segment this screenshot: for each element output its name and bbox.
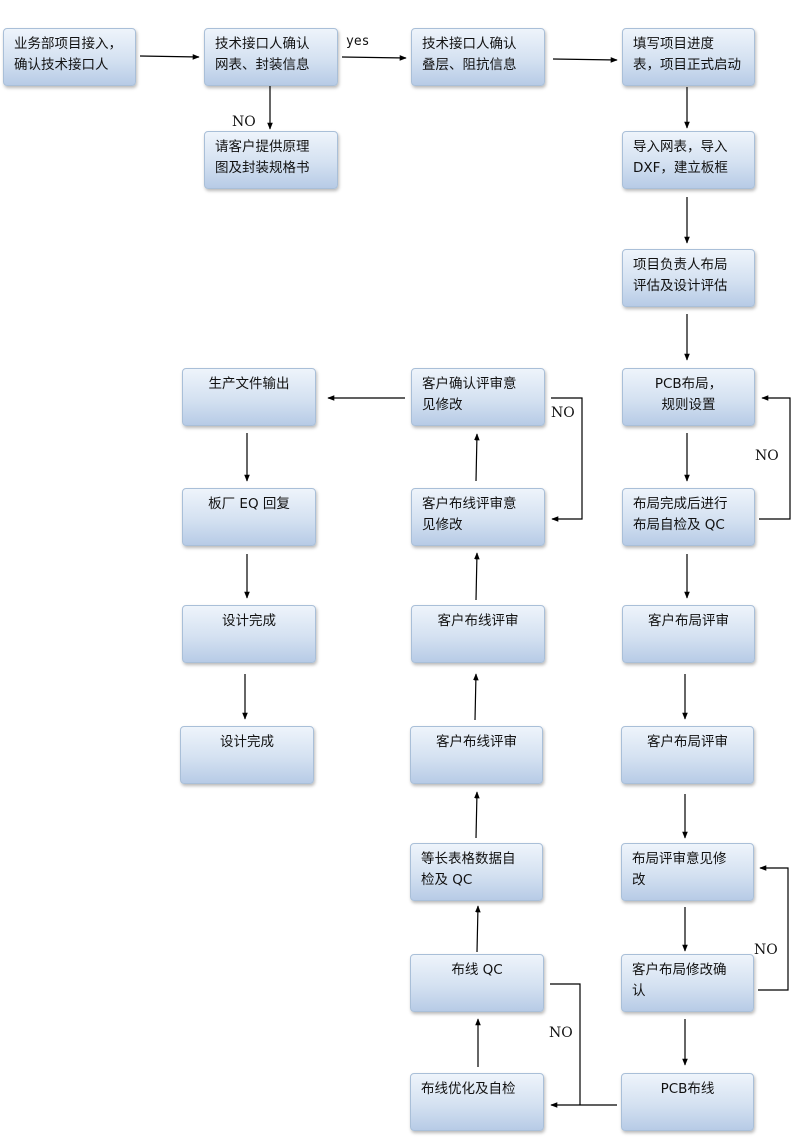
arrow-n17-n18 <box>474 791 480 839</box>
node-design-complete-1: 设计完成 <box>182 605 316 663</box>
label-no-2: NO <box>551 405 575 421</box>
node-pcb-routing: PCB布线 <box>621 1073 754 1131</box>
label-no-3: NO <box>755 448 779 464</box>
node-import-netlist-dxf: 导入网表，导入 DXF，建立板框 <box>622 131 755 189</box>
arrow-n9-n8-loop <box>759 395 791 520</box>
label-yes: yes <box>346 34 370 49</box>
node-routing-review-fix: 客户布线评审意 见修改 <box>411 488 545 546</box>
node-design-complete-2: 设计完成 <box>180 726 314 784</box>
node-output-production-files: 生产文件输出 <box>182 368 316 426</box>
node-customer-layout-review-1: 客户布局评审 <box>622 605 755 663</box>
node-length-table-check: 等长表格数据自 检及 QC <box>410 843 543 901</box>
node-routing-optimize: 布线优化及自检 <box>410 1073 544 1131</box>
arrow-n2-n4 <box>341 55 407 61</box>
arrow-n21-n20-loop <box>551 397 583 522</box>
node-customer-routing-review-1: 客户布线评审 <box>410 726 543 784</box>
node-layout-evaluation: 项目负责人布局 评估及设计评估 <box>622 249 755 307</box>
arrow-n16-n15-loop <box>550 983 581 1105</box>
arrow-n18-n19 <box>473 673 479 721</box>
label-no-1: NO <box>232 114 256 130</box>
node-customer-layout-review-2: 客户布局评审 <box>621 726 754 784</box>
node-layout-review-fix: 布局评审意见修 改 <box>621 843 754 901</box>
node-confirm-stackup-impedance: 技术接口人确认 叠层、阻抗信息 <box>411 28 545 86</box>
arrow-n16-n17 <box>475 905 481 953</box>
arrow-n19-n20 <box>474 552 480 601</box>
arrow-n1-n2 <box>139 54 200 60</box>
arrow-n4-n5 <box>552 57 618 63</box>
node-layout-self-check: 布局完成后进行 布局自检及 QC <box>622 488 755 546</box>
node-routing-qc: 布线 QC <box>410 954 544 1012</box>
node-confirm-netlist-footprint: 技术接口人确认 网表、封装信息 <box>204 28 338 86</box>
node-pcb-layout-rules: PCB布局， 规则设置 <box>622 368 755 426</box>
node-customer-confirm-fix: 客户确认评审意 见修改 <box>411 368 545 426</box>
node-customer-layout-confirm: 客户布局修改确 认 <box>621 954 754 1012</box>
label-no-4: NO <box>754 942 778 958</box>
node-request-schematic: 请客户提供原理 图及封装规格书 <box>204 131 338 189</box>
label-no-5: NO <box>549 1025 573 1041</box>
node-business-intake: 业务部项目接入， 确认技术接口人 <box>3 28 136 86</box>
node-customer-routing-review-2: 客户布线评审 <box>411 605 545 663</box>
arrow-n20-n21 <box>474 433 480 482</box>
arrow-n13-n12-loop <box>758 865 789 991</box>
node-fab-eq-reply: 板厂 EQ 回复 <box>182 488 316 546</box>
node-fill-schedule: 填写项目进度 表，项目正式启动 <box>622 28 755 86</box>
